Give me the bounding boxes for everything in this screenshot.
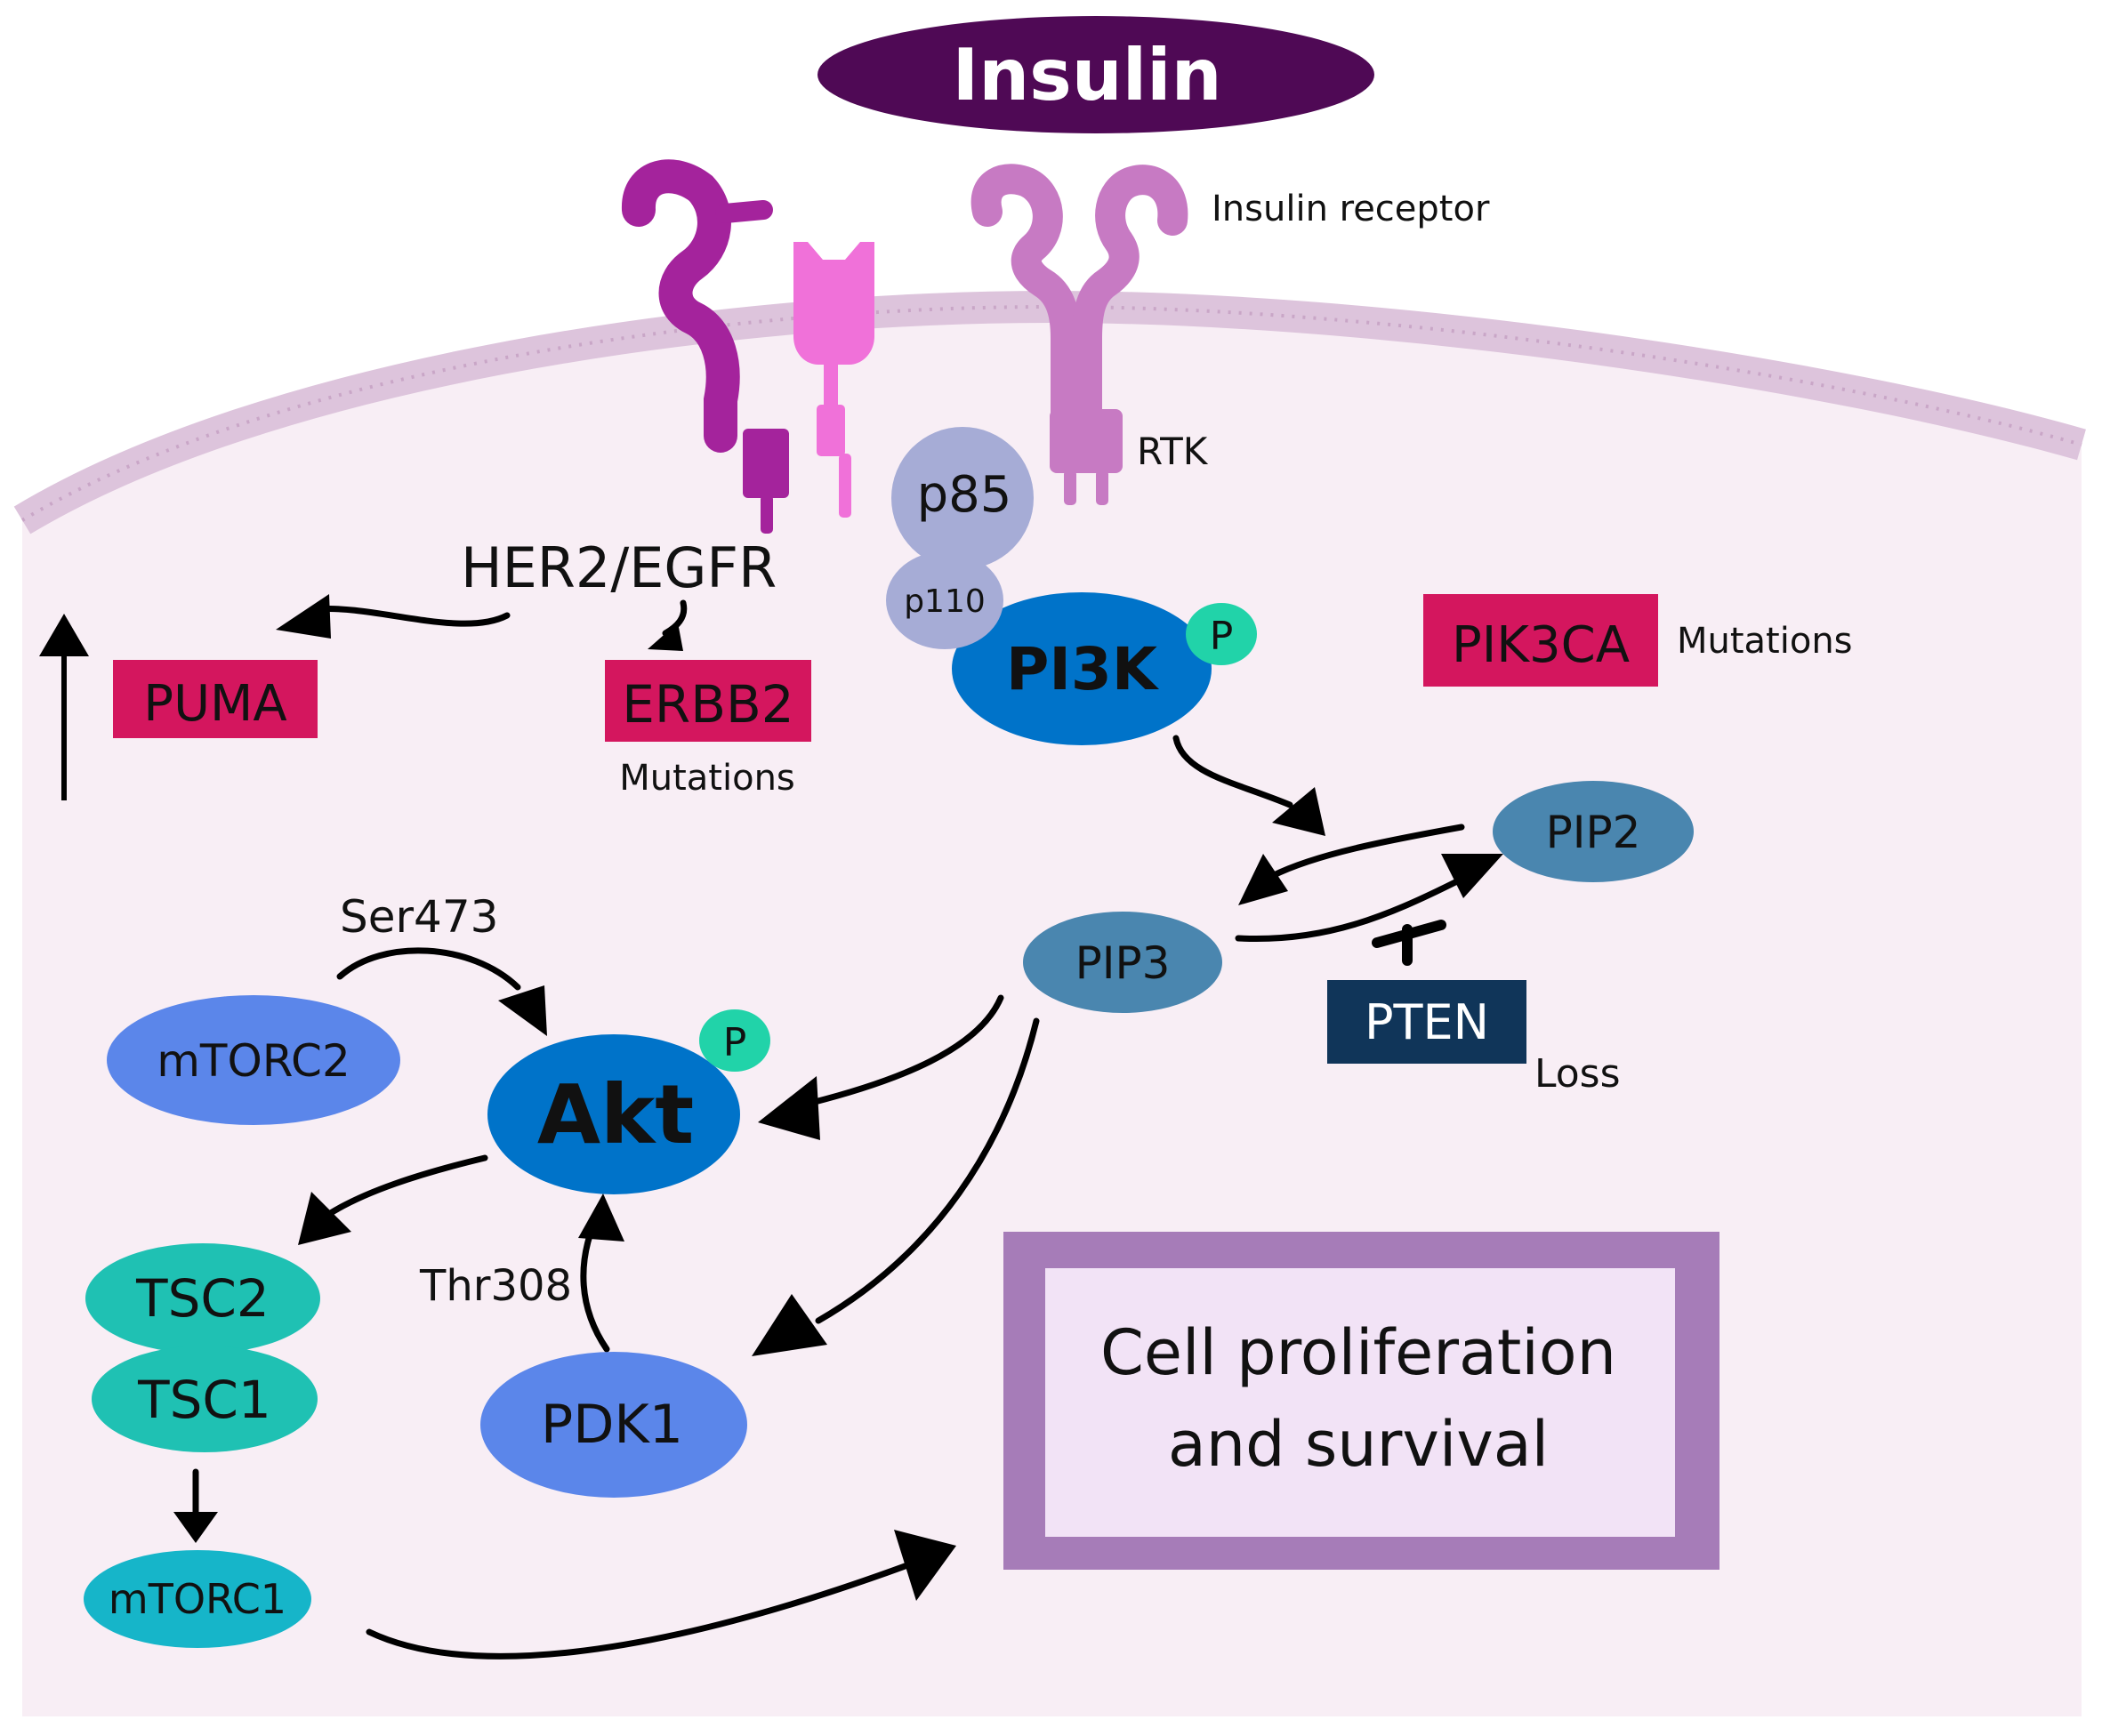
- arrowhead-mtorc1: [173, 1512, 218, 1543]
- arrow-pip3-to-akt: [808, 994, 1004, 1106]
- outcome-line-2: and survival: [1168, 1408, 1549, 1481]
- pten-box: [1327, 980, 1526, 1064]
- egfr-receptor-icon: [622, 159, 789, 534]
- puma-box: [113, 660, 318, 738]
- tsc2-label: TSC2: [135, 1268, 270, 1329]
- erbb2-label: ERBB2: [622, 674, 793, 735]
- her2-receptor-tail: [839, 454, 851, 518]
- akt-phospho-label: P: [723, 1020, 747, 1065]
- insulin-ellipse: [817, 16, 1374, 133]
- egfr-receptor-head: [622, 159, 740, 453]
- ser473-label: Ser473: [340, 891, 499, 943]
- rtk-label: RTK: [1137, 430, 1209, 473]
- mtorc1-ellipse: [84, 1550, 311, 1648]
- pip2-label: PIP2: [1546, 807, 1641, 858]
- arrowhead-pdk1: [752, 1294, 827, 1356]
- p110-ellipse: [886, 551, 1003, 649]
- up-arrow-icon: [39, 614, 89, 800]
- arrow-pip2-to-pip3: [1268, 824, 1465, 880]
- puma-label: PUMA: [143, 675, 286, 733]
- arrow-her2-to-puma: [315, 606, 511, 627]
- tsc2-ellipse: [85, 1243, 320, 1354]
- pip3-ellipse: [1023, 912, 1222, 1013]
- pten-loss-label: Loss: [1534, 1051, 1621, 1097]
- pik3ca-mutations-label: Mutations: [1677, 621, 1853, 662]
- her2-receptor-icon: [793, 242, 874, 518]
- pip3-label: PIP3: [1075, 937, 1171, 989]
- pip2-ellipse: [1493, 781, 1694, 882]
- mtorc2-label: mTORC2: [157, 1035, 350, 1087]
- arrowhead-pi3k-pip: [1272, 787, 1325, 836]
- arrowhead-akt-pip3: [758, 1076, 820, 1140]
- pik3ca-box: [1423, 594, 1658, 687]
- insulin-receptor-right-arm: [1072, 165, 1188, 433]
- arrow-pip3-to-pip2: [1235, 877, 1462, 943]
- arrowhead-outcome: [894, 1530, 956, 1601]
- arrowhead-pip3: [1238, 854, 1288, 905]
- inhibition-bar-icon: [1372, 920, 1446, 966]
- arrow-mtorc2-ser473: [336, 947, 521, 991]
- pten-label: PTEN: [1365, 994, 1489, 1050]
- akt-ellipse: [487, 1034, 740, 1194]
- egfr-receptor-spur: [715, 200, 773, 223]
- pi3k-label: PI3K: [1006, 635, 1160, 703]
- mtorc2-ellipse: [107, 995, 400, 1125]
- arrow-pi3k-to-pip: [1172, 735, 1293, 808]
- her2-receptor-head: [793, 242, 874, 365]
- tsc1-label: TSC1: [137, 1370, 271, 1430]
- arrow-pip3-to-pdk1: [815, 1017, 1040, 1324]
- arrowhead-erbb2: [648, 623, 683, 651]
- arrowhead-tsc: [298, 1192, 351, 1245]
- arrowhead-pip2: [1441, 854, 1503, 898]
- p85-label: p85: [917, 466, 1012, 524]
- insulin-receptor-left-arm: [970, 164, 1081, 433]
- p85-ellipse: [891, 427, 1034, 569]
- insulin-receptor-label: Insulin receptor: [1212, 189, 1490, 229]
- pi3k-phospho-label: P: [1210, 614, 1234, 659]
- p110-label: p110: [904, 583, 986, 620]
- arrowhead-akt-ser473: [498, 985, 547, 1036]
- outcome-line-1: Cell proliferation: [1100, 1316, 1616, 1389]
- thr308-label: Thr308: [419, 1261, 572, 1311]
- arrowhead-puma: [276, 594, 331, 639]
- akt-label: Akt: [537, 1067, 694, 1162]
- erbb2-mutations-label: Mutations: [619, 758, 795, 799]
- her2-egfr-label: HER2/EGFR: [461, 535, 777, 600]
- pdk1-ellipse: [480, 1352, 747, 1498]
- up-arrow-head: [39, 614, 89, 656]
- arrow-akt-to-tsc: [326, 1154, 488, 1218]
- outcome-box-fill: [1045, 1268, 1675, 1537]
- pi3k-ellipse: [952, 592, 1212, 745]
- egfr-receptor-kinase: [743, 429, 789, 498]
- arrow-mtorc1-to-outcome: [366, 1562, 911, 1660]
- insulin-receptor-tail-right: [1096, 470, 1108, 505]
- pik3ca-label: PIK3CA: [1452, 616, 1630, 674]
- insulin-receptor-icon: [970, 164, 1188, 505]
- mtorc1-label: mTORC1: [109, 1575, 286, 1623]
- egfr-receptor-tail: [761, 494, 773, 534]
- arrowhead-akt-thr308: [578, 1194, 624, 1242]
- her2-receptor-kinase: [817, 405, 845, 456]
- pdk1-label: PDK1: [541, 1394, 683, 1456]
- insulin-receptor-tail-left: [1064, 470, 1076, 505]
- pi3k-phospho-circle: [1186, 603, 1257, 665]
- akt-phospho-circle: [699, 1009, 770, 1072]
- erbb2-box: [605, 660, 811, 742]
- tsc1-ellipse: [92, 1346, 318, 1452]
- insulin-label: Insulin: [952, 34, 1221, 117]
- insulin-receptor-kinase: [1050, 409, 1123, 473]
